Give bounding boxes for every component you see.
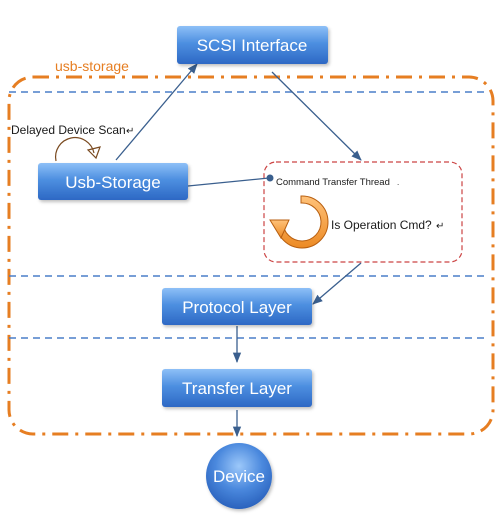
operation-loop-icon <box>269 195 329 249</box>
is-operation-cmd-return-mark: ↵ <box>436 221 444 232</box>
connector-junction-dot <box>266 174 274 182</box>
delayed-device-scan-return-mark: ↵ <box>126 126 134 137</box>
delayed-scan-loop-icon <box>54 137 95 162</box>
usb-storage-node: Usb-Storage <box>38 163 188 200</box>
device-node: Device <box>206 443 272 509</box>
protocol-layer-label: Protocol Layer <box>182 298 292 317</box>
scsi-interface-node: SCSI Interface <box>177 26 328 64</box>
command-transfer-thread-end-mark: . <box>397 178 399 187</box>
delayed-device-scan-label: Delayed Device Scan <box>11 123 126 137</box>
connector-usb-storage-to-thread <box>187 177 270 187</box>
protocol-layer-node: Protocol Layer <box>162 288 312 325</box>
scsi-interface-label: SCSI Interface <box>197 36 308 55</box>
command-transfer-thread-label: Command Transfer Thread <box>276 177 390 188</box>
transfer-layer-node: Transfer Layer <box>162 369 312 407</box>
transfer-layer-label: Transfer Layer <box>182 379 292 398</box>
device-label: Device <box>213 467 265 486</box>
connector-thread-to-protocol <box>312 262 362 305</box>
connector-usb-storage-to-scsi <box>115 63 198 161</box>
connector-scsi-to-thread <box>271 71 362 161</box>
delayed-scan-loop-arrowhead <box>86 146 101 160</box>
usb-storage-group-border <box>7 75 495 436</box>
usb-storage-group-label: usb-storage <box>55 58 129 74</box>
is-operation-cmd-label: Is Operation Cmd? <box>331 218 432 232</box>
usb-storage-label: Usb-Storage <box>65 173 160 192</box>
